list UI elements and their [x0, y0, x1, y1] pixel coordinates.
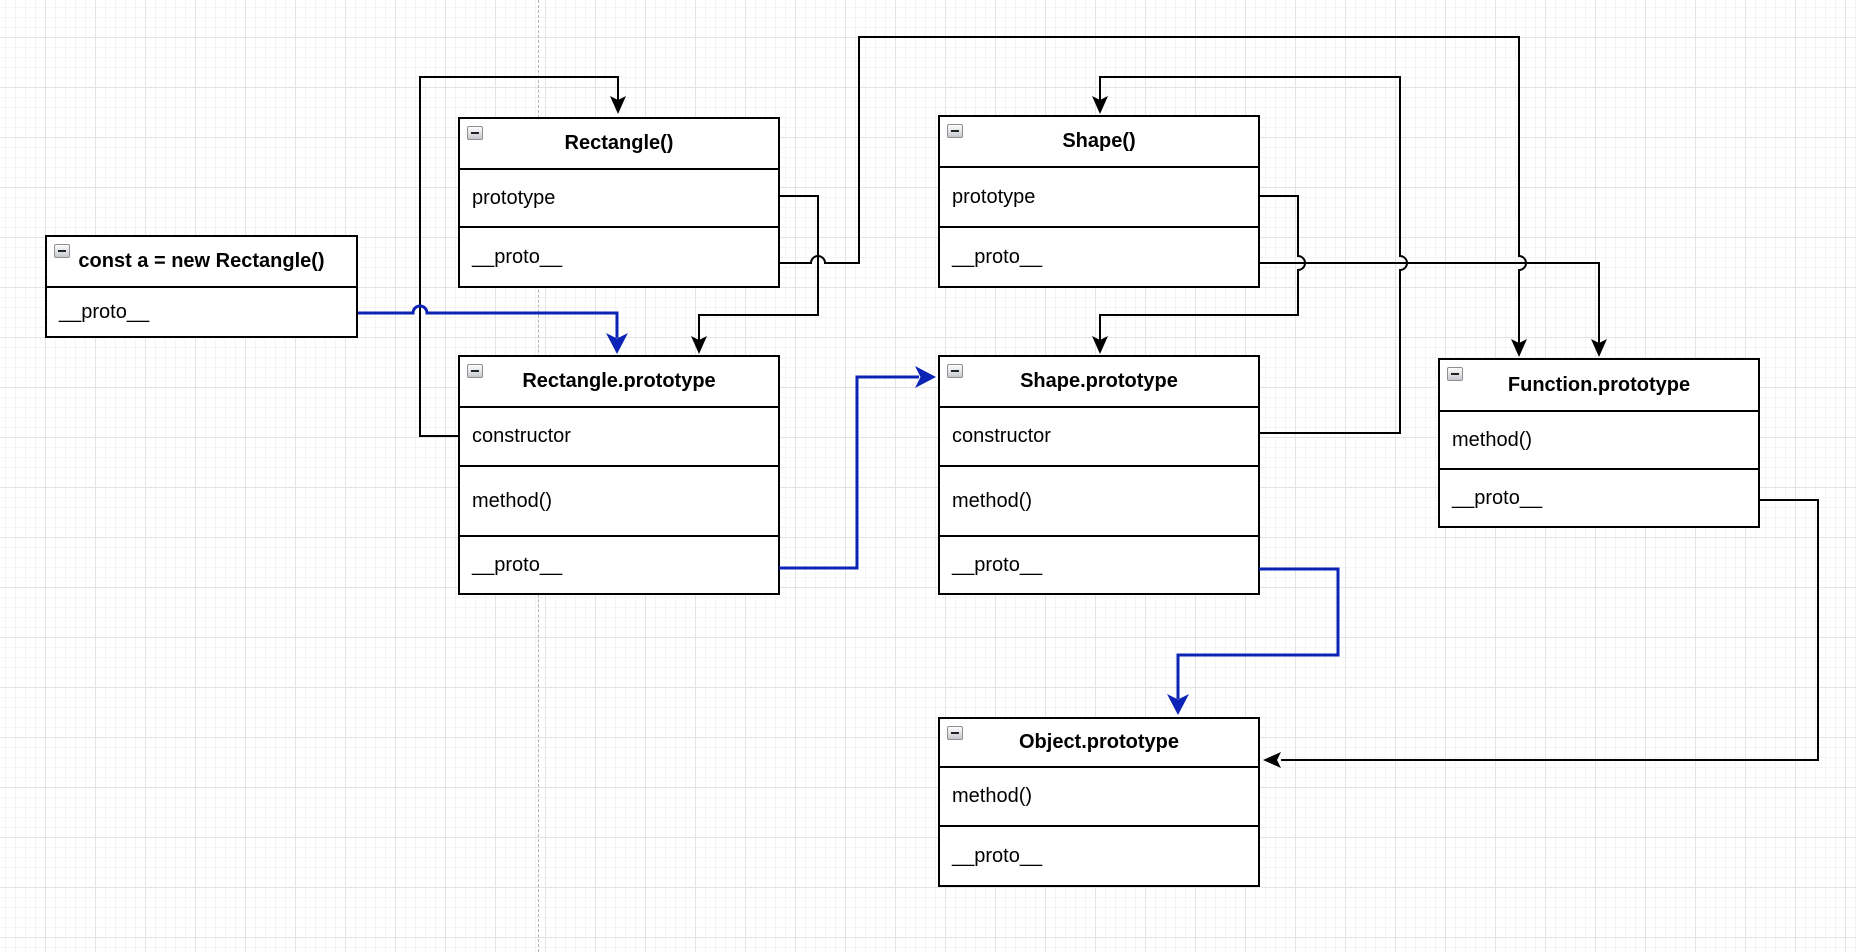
- class-box-title: Object.prototype: [1018, 731, 1179, 753]
- member-row[interactable]: constructor: [940, 408, 1258, 467]
- member-row[interactable]: prototype: [460, 170, 778, 228]
- member-row[interactable]: constructor: [460, 408, 778, 467]
- collapse-minus-icon[interactable]: [947, 364, 963, 378]
- class-box-rectangle-fn[interactable]: Rectangle() prototype __proto__: [458, 117, 780, 288]
- class-box-title: Rectangle(): [564, 132, 674, 154]
- connector-rectangle-proto-chain[interactable]: [779, 366, 936, 570]
- class-box-function-prototype[interactable]: Function.prototype method() __proto__: [1438, 358, 1760, 528]
- class-box-title-bar: Rectangle(): [460, 119, 778, 170]
- class-box-title: Rectangle.prototype: [522, 370, 716, 392]
- member-row[interactable]: method(): [940, 467, 1258, 537]
- member-row[interactable]: __proto__: [59, 300, 150, 323]
- collapse-minus-icon[interactable]: [467, 364, 483, 378]
- member-row[interactable]: method(): [1440, 412, 1758, 470]
- class-box-title: Shape(): [1062, 130, 1136, 152]
- class-box-title-bar: Shape.prototype: [940, 357, 1258, 408]
- connector-function-proto[interactable]: [1263, 499, 1819, 768]
- class-box-title-bar: Shape(): [940, 117, 1258, 168]
- class-box-title-bar: Object.prototype: [940, 719, 1258, 768]
- collapse-minus-icon[interactable]: [1447, 367, 1463, 381]
- class-box-title-bar: Rectangle.prototype: [460, 357, 778, 408]
- member-row[interactable]: __proto__: [1452, 486, 1543, 509]
- collapse-minus-icon[interactable]: [54, 244, 70, 258]
- collapse-minus-icon[interactable]: [947, 726, 963, 740]
- member-row[interactable]: __proto__: [952, 245, 1043, 268]
- class-box-title: Shape.prototype: [1020, 370, 1178, 392]
- class-box-const-a[interactable]: const a = new Rectangle() __proto__: [45, 235, 358, 338]
- class-box-shape-prototype[interactable]: Shape.prototype constructor method() __p…: [938, 355, 1260, 595]
- member-row[interactable]: method(): [940, 768, 1258, 827]
- class-box-title-bar: const a = new Rectangle(): [47, 237, 356, 288]
- member-row[interactable]: method(): [460, 467, 778, 537]
- member-row[interactable]: __proto__: [952, 844, 1043, 867]
- member-row[interactable]: __proto__: [952, 553, 1043, 576]
- class-box-title: const a = new Rectangle(): [78, 250, 325, 272]
- member-row[interactable]: __proto__: [472, 245, 563, 268]
- class-box-title-bar: Function.prototype: [1440, 360, 1758, 412]
- member-row[interactable]: __proto__: [472, 553, 563, 576]
- connector-shape-fn-proto[interactable]: [1260, 262, 1607, 357]
- member-row[interactable]: prototype: [940, 168, 1258, 228]
- collapse-minus-icon[interactable]: [947, 124, 963, 138]
- connector-a-proto[interactable]: [358, 304, 628, 354]
- class-box-rectangle-prototype[interactable]: Rectangle.prototype constructor method()…: [458, 355, 780, 595]
- class-box-title: Function.prototype: [1507, 373, 1691, 396]
- class-box-object-prototype[interactable]: Object.prototype method() __proto__: [938, 717, 1260, 887]
- collapse-minus-icon[interactable]: [467, 126, 483, 140]
- class-box-shape-fn[interactable]: Shape() prototype __proto__: [938, 115, 1260, 288]
